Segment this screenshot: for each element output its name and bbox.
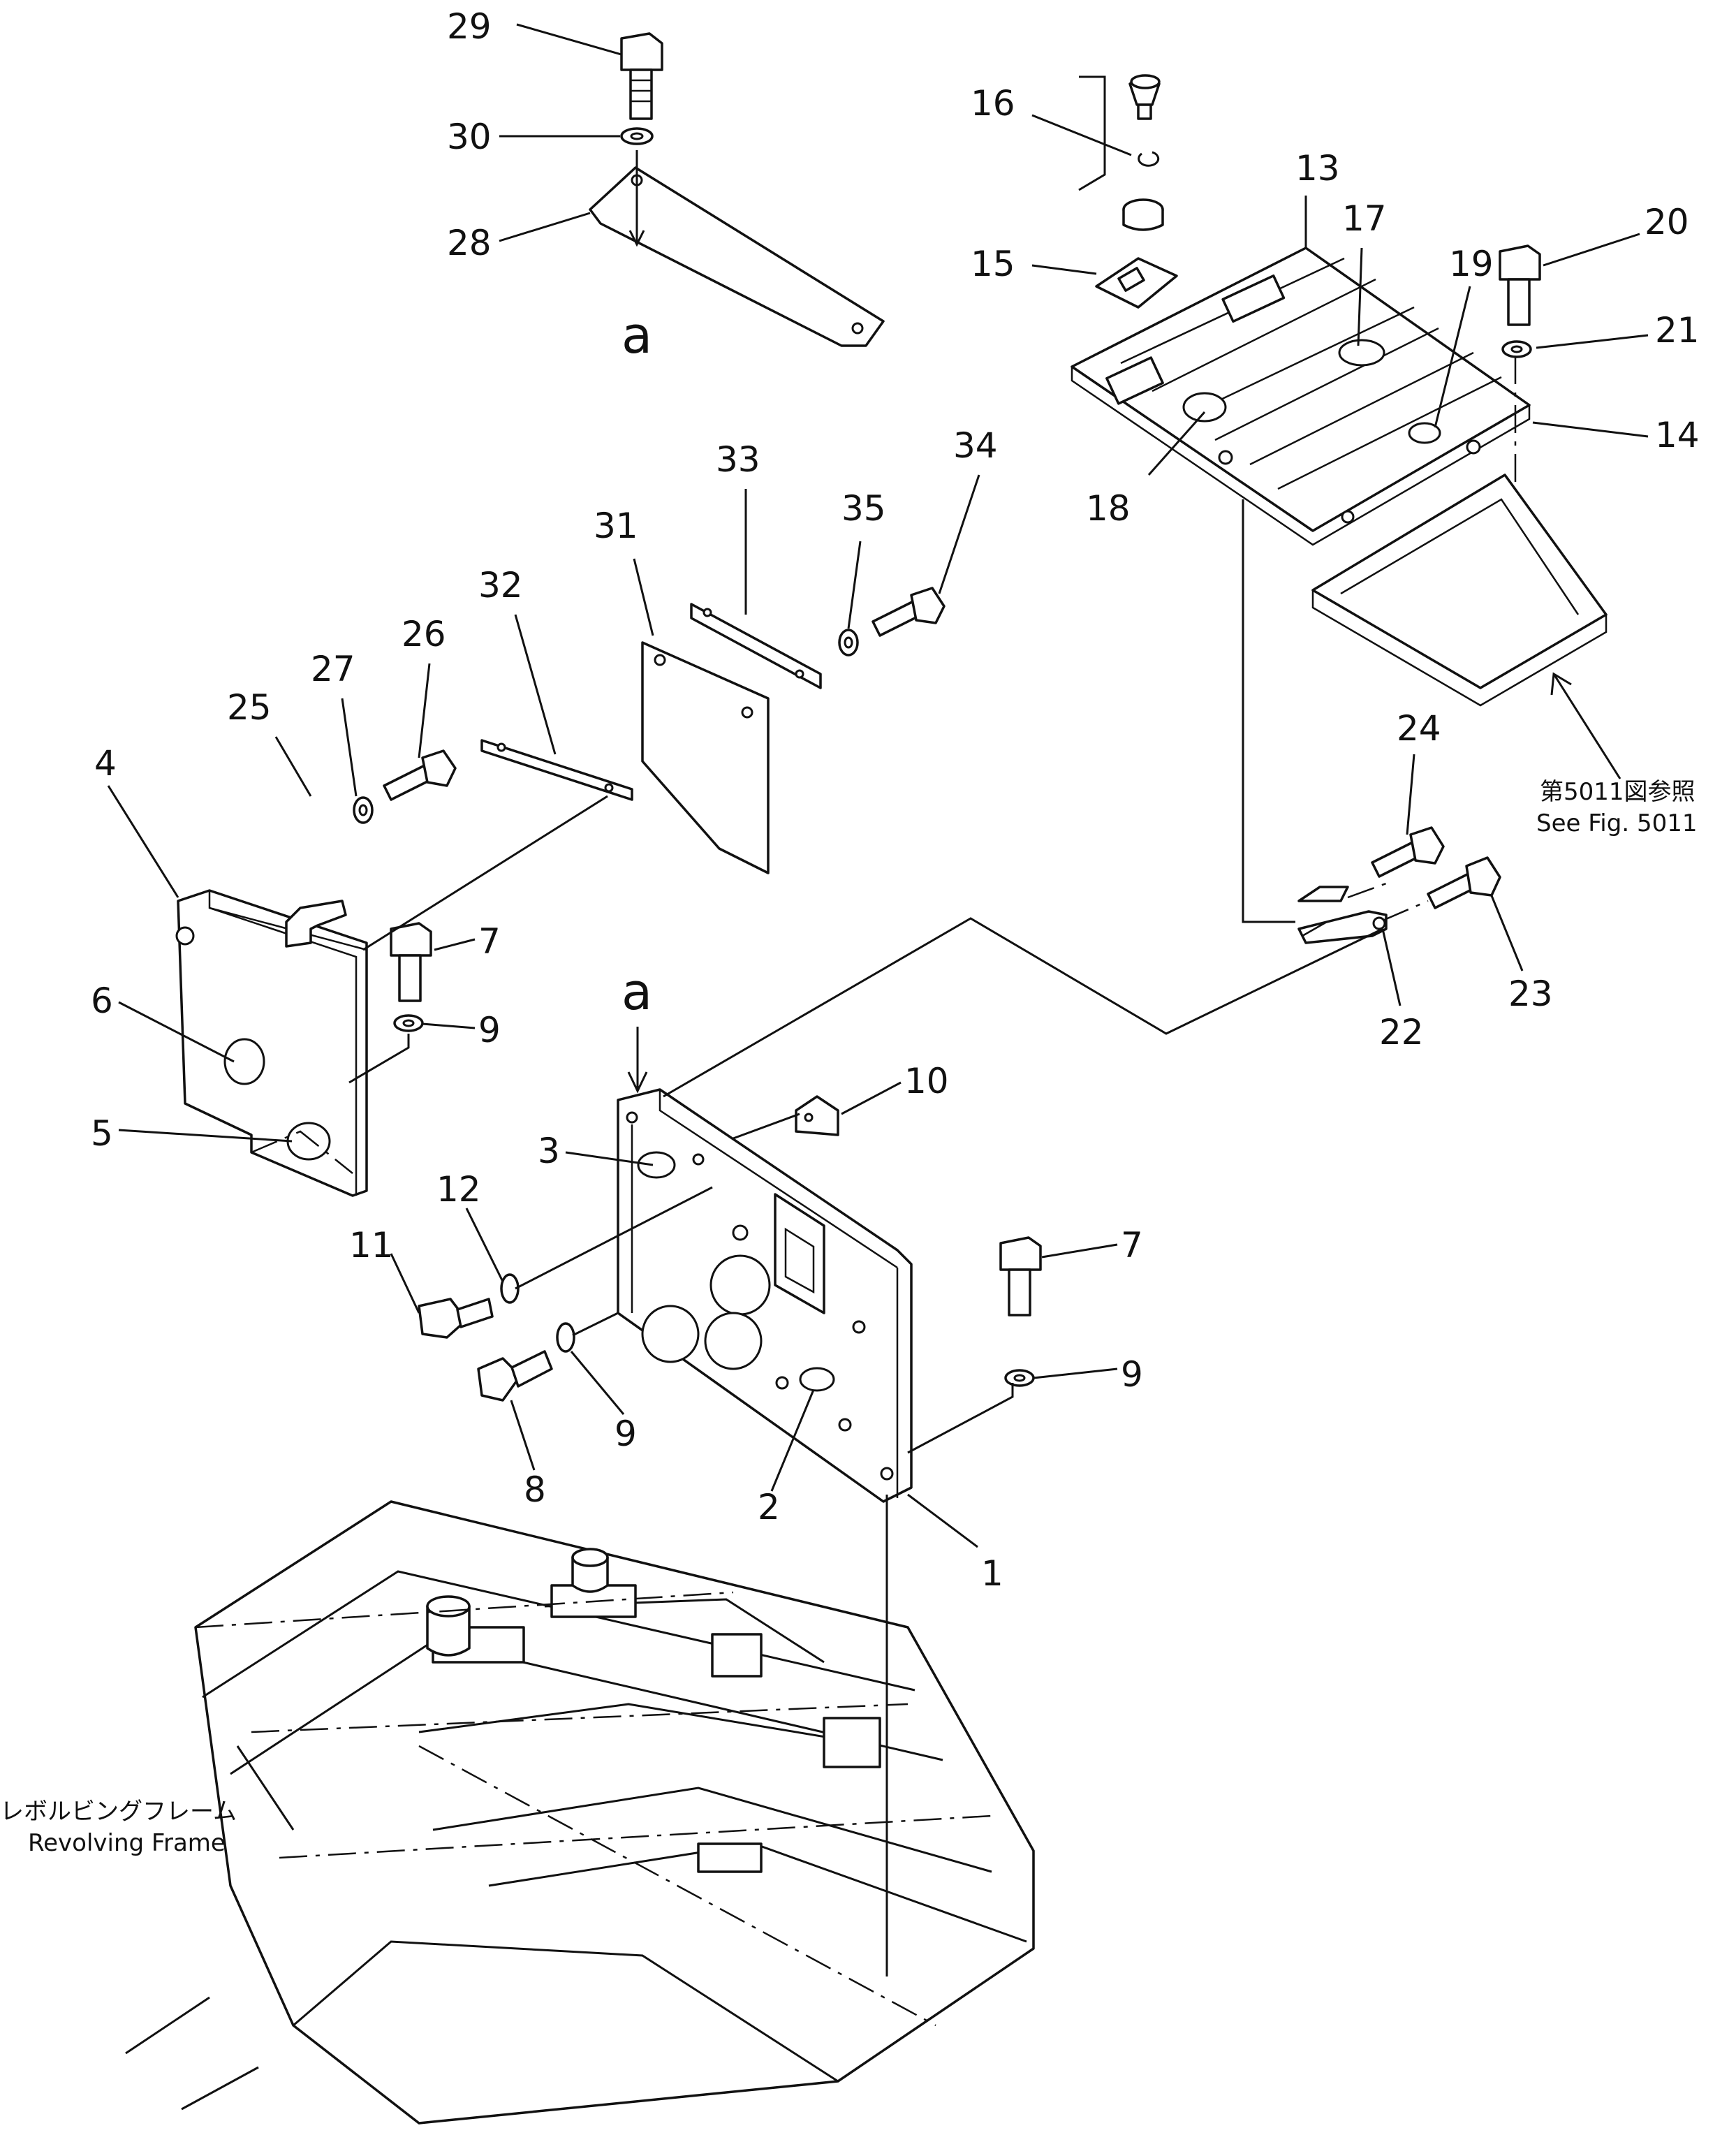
leader-lines (107, 23, 1649, 1548)
callout-9-left: 9 (478, 1010, 501, 1050)
callout-8: 8 (524, 1469, 546, 1510)
callout-25: 25 (227, 687, 272, 728)
callout-18: 18 (1086, 488, 1131, 529)
bolt-26 (383, 749, 457, 801)
bolt-23 (1427, 856, 1501, 909)
washer-27 (353, 796, 374, 824)
bolt-20 (1499, 244, 1541, 326)
bracket-25 (285, 900, 347, 948)
callout-3: 3 (538, 1131, 560, 1171)
callout-35: 35 (841, 488, 886, 529)
callout-4: 4 (94, 743, 117, 784)
washer-30 (620, 127, 654, 145)
callout-27: 27 (311, 649, 355, 689)
callout-labels: 29 30 28 a 16 15 13 17 19 20 21 14 18 33… (91, 6, 1700, 1594)
washer-9-right (1004, 1369, 1035, 1387)
callout-31: 31 (594, 506, 638, 546)
side-panel-4 (175, 889, 368, 1197)
knob-16 (1128, 74, 1161, 120)
callout-29: 29 (447, 6, 492, 47)
bolt-8 (477, 1350, 553, 1402)
clip-16 (1138, 151, 1160, 167)
bolt-11 (418, 1298, 494, 1339)
callout-21: 21 (1655, 310, 1700, 351)
callout-9-mid: 9 (615, 1414, 637, 1454)
callout-23: 23 (1508, 974, 1553, 1014)
callout-16: 16 (971, 83, 1015, 124)
partition-panel-1 (617, 1088, 913, 1503)
reference-label-jp: 第5011図参照 (1540, 778, 1695, 806)
bracket-10 (795, 1095, 839, 1136)
callout-7-left: 7 (478, 921, 501, 962)
frame-label-jp: レボルビングフレーム (0, 1798, 237, 1826)
callout-20: 20 (1645, 202, 1689, 242)
callout-9-right: 9 (1121, 1354, 1143, 1395)
callout-19: 19 (1449, 244, 1494, 284)
callout-13: 13 (1295, 148, 1340, 189)
bolt-34 (871, 587, 946, 637)
bolt-24 (1371, 826, 1445, 878)
washer-21 (1501, 340, 1532, 358)
strip-33 (690, 603, 822, 689)
callout-32: 32 (478, 565, 523, 606)
revolving-frame (125, 1500, 1035, 2125)
callout-11: 11 (349, 1225, 394, 1266)
nut-16 (1122, 198, 1164, 231)
callout-17: 17 (1342, 198, 1387, 239)
bolt-7-right (999, 1236, 1042, 1316)
cushion-15 (1095, 257, 1178, 309)
washer-12 (500, 1273, 520, 1304)
callout-1: 1 (981, 1553, 1003, 1594)
washer-9-left (393, 1014, 424, 1032)
callout-15: 15 (971, 244, 1015, 284)
bolt-29 (620, 32, 663, 120)
callout-12: 12 (436, 1169, 481, 1210)
washer-35 (838, 629, 859, 657)
callout-6: 6 (91, 981, 113, 1021)
marker-a-panel: a (621, 962, 652, 1021)
callout-7-right: 7 (1121, 1225, 1143, 1266)
callout-30: 30 (447, 117, 492, 157)
callout-26: 26 (402, 614, 446, 654)
callout-14: 14 (1655, 415, 1700, 455)
marker-a-top: a (621, 306, 652, 365)
bolt-7-left (390, 922, 432, 1002)
washer-9-mid (556, 1322, 575, 1353)
reference-label-en: See Fig. 5011 (1536, 809, 1697, 837)
callout-28: 28 (447, 223, 492, 263)
callout-22: 22 (1379, 1012, 1424, 1053)
frame-label-en: Revolving Frame (28, 1829, 226, 1857)
cover-28 (589, 166, 885, 347)
floor-plate-13 (1071, 247, 1531, 546)
callout-5: 5 (91, 1113, 113, 1154)
tray-fig-5011 (1311, 474, 1608, 707)
callout-10: 10 (904, 1061, 949, 1101)
cover-plate-31 (641, 641, 770, 874)
callout-2: 2 (758, 1487, 780, 1527)
hinge-22 (1297, 886, 1388, 944)
callout-34: 34 (953, 425, 998, 466)
strip-32 (480, 739, 633, 801)
callout-33: 33 (716, 439, 760, 480)
callout-24: 24 (1397, 708, 1441, 749)
